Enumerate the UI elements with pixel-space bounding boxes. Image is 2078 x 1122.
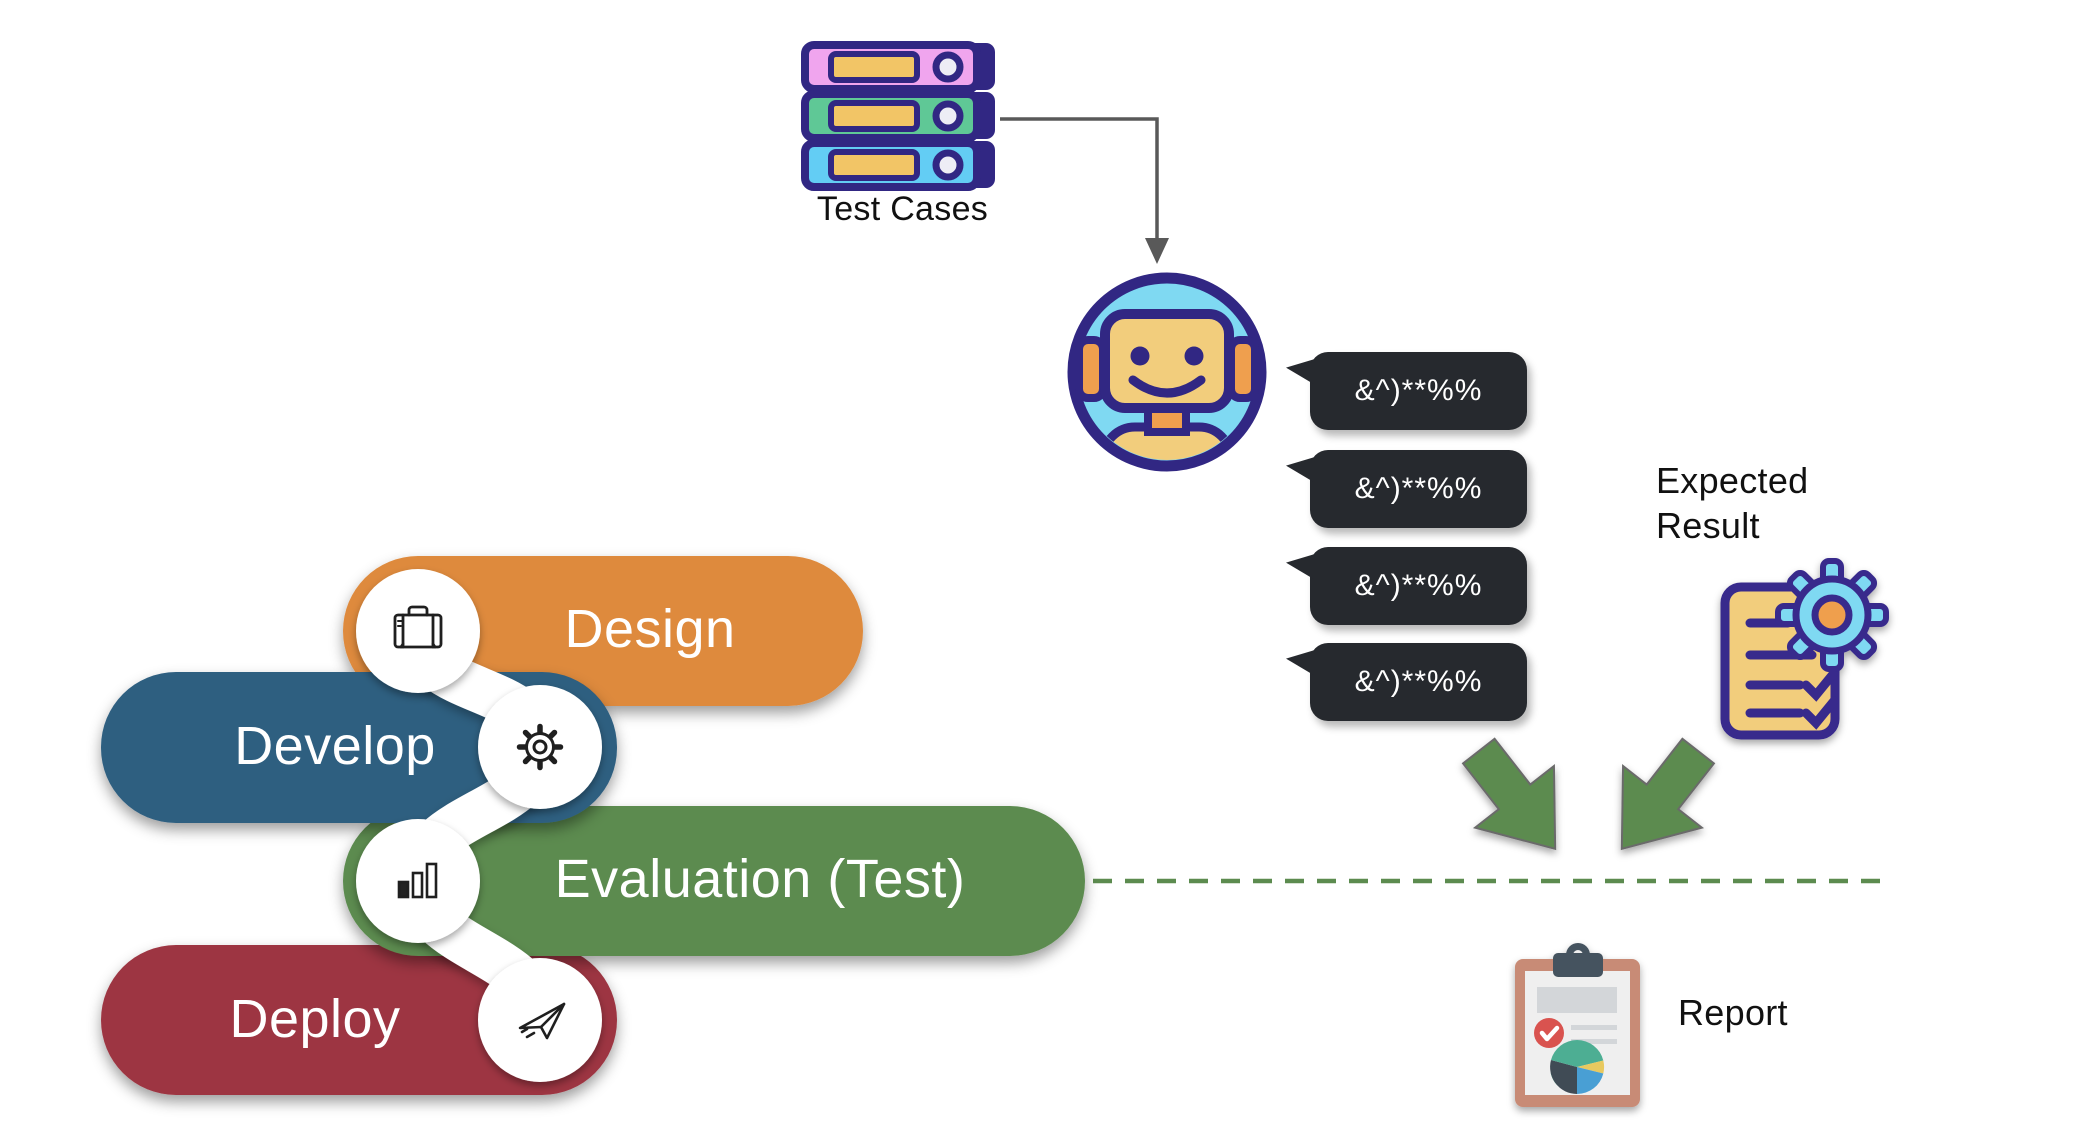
briefcase-icon [393, 605, 443, 649]
pipeline [101, 556, 1085, 1095]
expected-result-label: Expected Result [1656, 460, 1809, 546]
binder-row-3 [801, 139, 995, 191]
pill-label-evaluation: Evaluation (Test) [554, 849, 966, 909]
test-cases-icon [801, 41, 995, 191]
timeline-connector-band [394, 608, 564, 1043]
report-clipboard-icon [1515, 943, 1640, 1107]
flow-arrow-testcases-to-agent [1000, 117, 1169, 264]
flow-arrowhead [1145, 238, 1169, 264]
pill-label-design: Design [564, 599, 736, 659]
doc-gear-icon [1775, 558, 1889, 672]
report-label: Report [1678, 992, 1788, 1033]
bar-chart-icon [397, 862, 438, 899]
robot-ear-right [1227, 336, 1259, 402]
report-pie-chart [1550, 1039, 1605, 1095]
paper-plane-icon [518, 1002, 566, 1040]
binder-row-2 [801, 90, 995, 142]
test-cases-label: Test Cases [816, 190, 989, 228]
flow-arrow-line [1000, 117, 1159, 244]
robot-eye-left [1130, 346, 1150, 366]
agent-speech-bubble: &^)**%% [1310, 450, 1527, 528]
pill-label-develop: Develop [234, 716, 436, 776]
agent-speech-bubble: &^)**%% [1310, 547, 1527, 625]
robot-agent-icon [1067, 272, 1267, 472]
milestone-circle-design [356, 569, 480, 693]
gear-icon [516, 723, 564, 771]
merge-arrows [1461, 737, 1716, 851]
merge-arrow-left [1461, 737, 1557, 851]
robot-eye-right [1184, 346, 1204, 366]
pill-label-deploy: Deploy [229, 989, 401, 1049]
expected-result-doc-icon [1720, 558, 1889, 740]
pill-evaluation [343, 806, 1085, 956]
agent-speech-bubble: &^)**%% [1310, 643, 1527, 721]
robot-smile [1128, 375, 1206, 398]
binder-row-1 [801, 41, 995, 93]
robot-ear-left [1075, 336, 1107, 402]
agent-speech-bubble: &^)**%% [1310, 352, 1527, 430]
merge-arrow-right [1620, 737, 1716, 851]
